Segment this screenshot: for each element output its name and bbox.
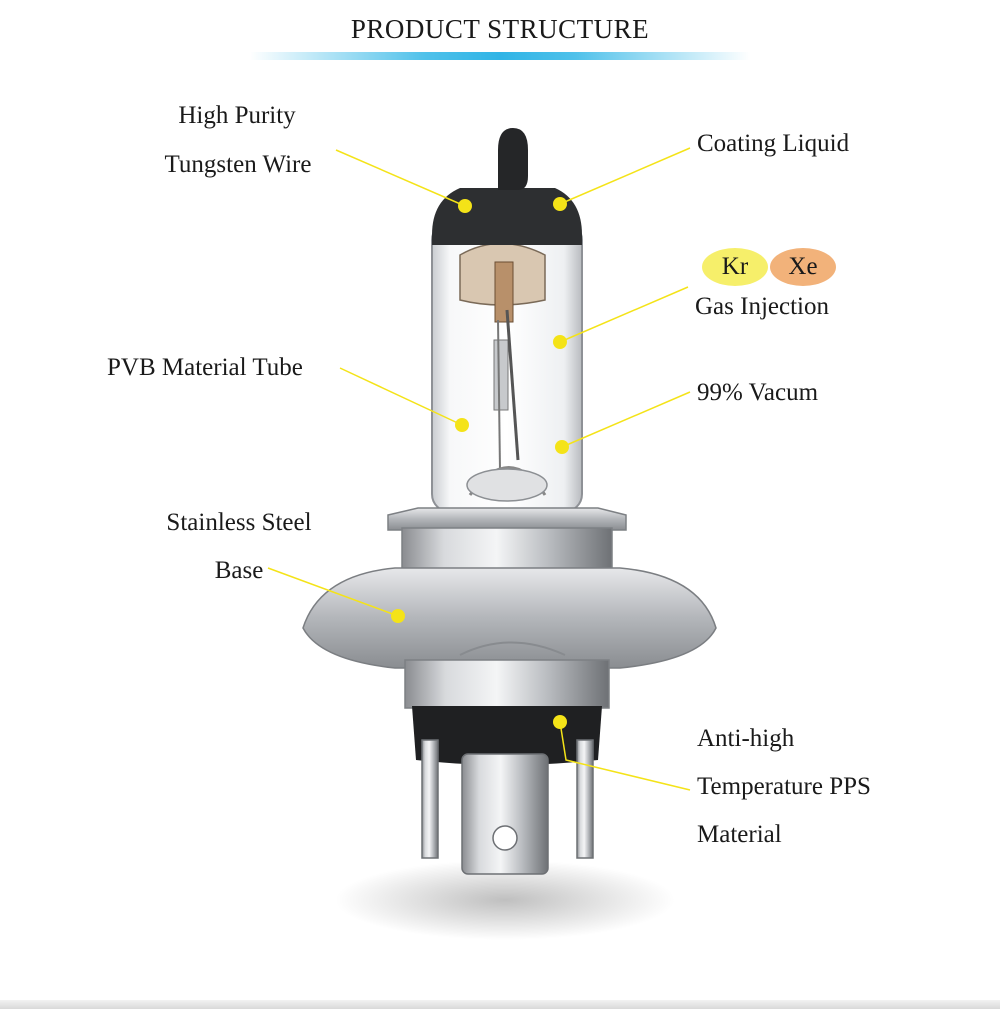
gas-injection-label: Gas Injection — [695, 293, 829, 320]
title-underline — [250, 52, 750, 60]
pps-label-line2: Temperature PPS — [697, 773, 871, 800]
pvb-tube-label: PVB Material Tube — [107, 354, 303, 381]
pps-label-line1: Anti-high — [697, 725, 795, 752]
xe-badge: Xe — [770, 248, 836, 286]
steel-base-label-line1: Stainless Steel — [166, 509, 312, 536]
steel-base-label-line2: Base — [214, 557, 264, 584]
page-title: PRODUCT STRUCTURE — [350, 14, 650, 44]
tungsten-label-line2: Tungsten Wire — [164, 151, 312, 178]
kr-badge: Kr — [702, 248, 768, 286]
pps-label-line3: Material — [697, 821, 782, 848]
bottom-divider — [0, 1000, 1000, 1009]
tungsten-label-line1: High Purity — [178, 102, 296, 129]
coating-label: Coating Liquid — [697, 130, 850, 157]
vacuum-label: 99% Vacum — [697, 379, 819, 406]
